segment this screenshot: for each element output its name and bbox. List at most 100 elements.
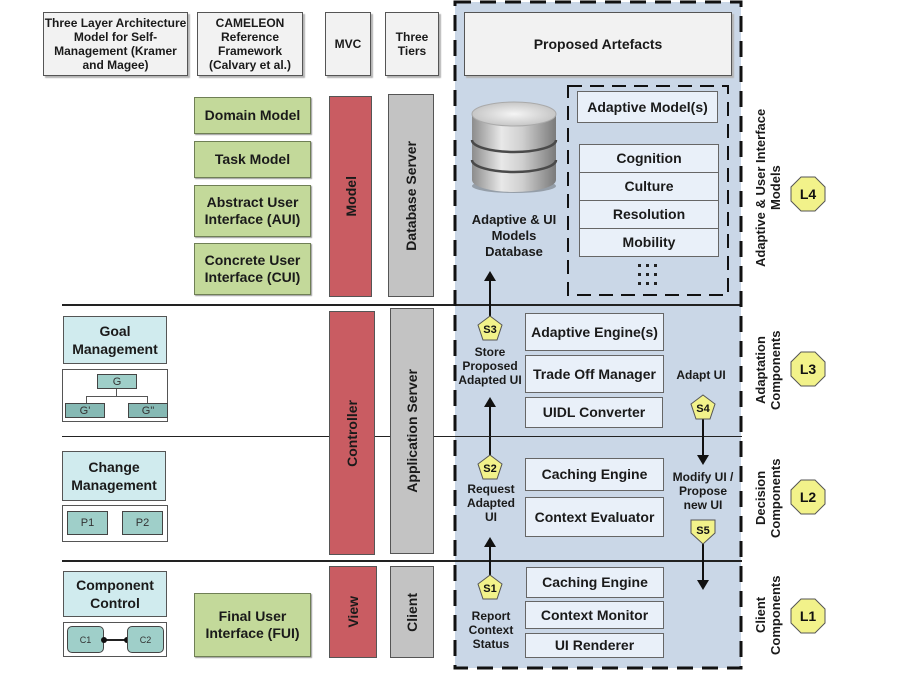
step-s5-label: Modify UI / Propose new UI [668, 470, 738, 512]
header-three-tiers: Three Tiers [385, 12, 439, 76]
kramer-change-management: Change Management [62, 451, 166, 501]
layer-divider-l2-l1 [62, 560, 742, 562]
step-s2-label-text: Request Adapted UI [467, 482, 515, 524]
tier-client: Client [390, 566, 434, 658]
adaptive-models-title-text: Adaptive Model(s) [587, 98, 708, 115]
cameleon-fui-text: Final User Interface (FUI) [205, 608, 300, 641]
layer-badge-l4: L4 [790, 176, 826, 212]
adaptive-models-dashed-box [567, 85, 729, 296]
component-uidl-converter-text: UIDL Converter [542, 404, 646, 420]
header-cameleon: CAMELEON Reference Framework (Calvary et… [197, 12, 303, 76]
tier-application-server: Application Server [390, 308, 434, 554]
component-decision-caching-engine: Caching Engine [525, 458, 664, 491]
component-trade-off-manager-text: Trade Off Manager [533, 365, 656, 382]
component-c1-text: C1 [79, 634, 92, 645]
database-label: Adaptive & UI Models Database [462, 209, 566, 263]
step-s1-label-text: Report Context Status [468, 609, 514, 651]
component-ui-renderer-text: UI Renderer [554, 637, 635, 653]
plan-p2: P2 [122, 511, 163, 535]
cameleon-task-model: Task Model [194, 141, 311, 178]
tier-database-server-text: Database Server [403, 140, 419, 251]
mvc-model-text: Model [342, 176, 359, 217]
step-badge-s3: S3 [477, 315, 503, 341]
header-cameleon-text: CAMELEON Reference Framework (Calvary et… [208, 16, 292, 72]
goal-node-g: G [97, 374, 137, 389]
goal-node-g-double-prime: G" [128, 403, 168, 418]
layer-l4-label-text: Adaptive & User Interface Models [753, 108, 783, 268]
adaptive-models-title: Adaptive Model(s) [577, 91, 718, 123]
goal-tree-diagram: G G' G" [62, 369, 168, 422]
step-badge-s2: S2 [477, 454, 503, 480]
step-badge-s4: S4 [690, 394, 716, 420]
component-context-monitor-text: Context Monitor [540, 606, 649, 623]
plan-p2-text: P2 [135, 517, 150, 529]
step-s3-label-text: Store Proposed Adapted UI [458, 345, 522, 387]
layer-l3-label-text: Adaptation Components [753, 330, 783, 410]
adaptive-model-resolution-text: Resolution [612, 206, 686, 222]
cameleon-domain-model-text: Domain Model [204, 107, 301, 123]
component-uidl-converter: UIDL Converter [525, 397, 663, 428]
header-three-layer: Three Layer Architecture Model for Self-… [43, 12, 188, 76]
layer-l3-label: Adaptation Components [748, 310, 788, 430]
database-icon [470, 101, 558, 193]
adaptive-model-culture-text: Culture [624, 178, 674, 194]
plan-p1-text: P1 [80, 517, 95, 529]
tier-application-server-text: Application Server [404, 369, 420, 493]
component-control-diagram: C1 C2 [63, 622, 167, 657]
goal-node-g-prime: G' [65, 403, 105, 418]
goal-node-g-double-prime-text: G" [141, 404, 155, 417]
tier-database-server: Database Server [388, 94, 434, 297]
mvc-model: Model [329, 96, 372, 297]
change-plans-diagram: P1 P2 [62, 505, 168, 542]
component-context-evaluator: Context Evaluator [525, 497, 664, 537]
step-badge-s5-text: S5 [696, 525, 709, 537]
adaptive-model-cognition: Cognition [579, 144, 719, 173]
goal-node-g-text: G [112, 375, 122, 388]
component-adaptive-engine: Adaptive Engine(s) [525, 313, 664, 351]
cameleon-domain-model: Domain Model [194, 97, 311, 134]
step-badge-s5: S5 [690, 519, 716, 545]
component-context-evaluator-text: Context Evaluator [534, 508, 655, 525]
layer-l1-label-text: Client Components [753, 575, 783, 655]
step-s4-label-text: Adapt UI [676, 368, 726, 382]
plan-p1: P1 [67, 511, 108, 535]
component-client-caching-engine-text: Caching Engine [542, 574, 648, 590]
header-mvc: MVC [325, 12, 371, 76]
step-s3-label: Store Proposed Adapted UI [458, 345, 522, 387]
header-three-tiers-text: Three Tiers [395, 30, 429, 58]
component-c1: C1 [67, 626, 104, 653]
kramer-component-control-text: Component Control [76, 577, 154, 611]
database-label-text: Adaptive & UI Models Database [471, 212, 557, 259]
component-c2: C2 [127, 626, 164, 653]
step-s4-label: Adapt UI [668, 368, 734, 382]
mvc-controller-text: Controller [344, 399, 360, 467]
component-decision-caching-engine-text: Caching Engine [541, 466, 648, 482]
component-connector [104, 639, 127, 641]
mvc-view: View [329, 566, 377, 658]
kramer-component-control: Component Control [63, 571, 167, 617]
layer-divider-l4-l3 [62, 304, 742, 306]
goal-tree-connector [86, 396, 148, 403]
adaptive-model-mobility-text: Mobility [622, 234, 676, 250]
component-adaptive-engine-text: Adaptive Engine(s) [531, 323, 658, 340]
cameleon-aui: Abstract User Interface (AUI) [194, 185, 311, 237]
tier-client-text: Client [404, 592, 420, 632]
cameleon-cui-text: Concrete User Interface (CUI) [204, 252, 301, 285]
goal-tree-stem [116, 389, 117, 396]
step-s2-label: Request Adapted UI [460, 482, 522, 524]
component-trade-off-manager: Trade Off Manager [525, 355, 664, 393]
layer-l2-label-text: Decision Components [753, 457, 783, 538]
layer-badge-l1-text: L1 [800, 608, 817, 624]
layer-l1-label: Client Components [748, 565, 788, 665]
layer-l2-label: Decision Components [748, 440, 788, 555]
kramer-change-management-text: Change Management [71, 459, 157, 493]
connector-dot-left [101, 637, 107, 643]
layer-badge-l1: L1 [790, 598, 826, 634]
layer-badge-l3-text: L3 [800, 361, 817, 377]
kramer-goal-management-text: Goal Management [72, 323, 158, 357]
component-ui-renderer: UI Renderer [525, 633, 664, 658]
component-client-caching-engine: Caching Engine [526, 567, 664, 598]
header-proposed-text: Proposed Artefacts [533, 36, 663, 52]
step-badge-s1-text: S1 [483, 583, 496, 595]
layer-badge-l3: L3 [790, 351, 826, 387]
